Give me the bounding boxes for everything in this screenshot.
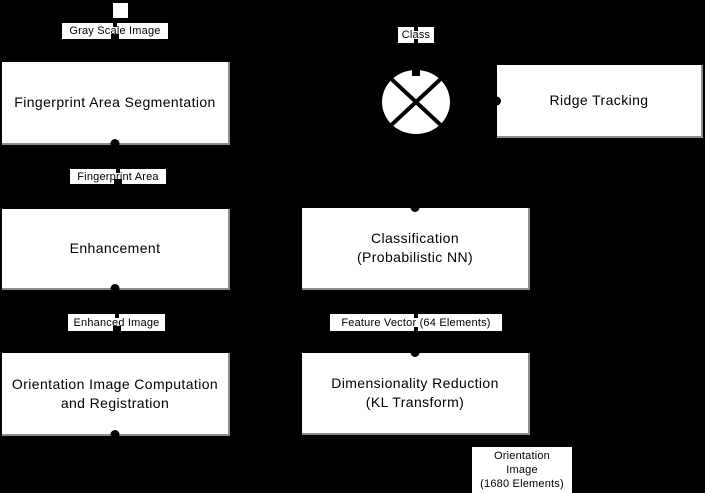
classification-text-line1: Classification [370, 230, 460, 246]
enhancement-box: Enhancement [2, 209, 230, 293]
connector-tick [414, 27, 418, 31]
orientation-image-computation-box: Orientation Image Computation and Regist… [2, 353, 230, 439]
connector-dot [492, 96, 501, 105]
combiner-node [382, 70, 450, 134]
fingerprint-area-segmentation-text: Fingerprint Area Segmentation [14, 94, 216, 110]
ridge-tracking-text: Ridge Tracking [549, 92, 649, 108]
feature-vector-text: Feature Vector (64 Elements) [341, 316, 491, 329]
dimensionality-reduction-text-line1: Dimensionality Reduction [331, 375, 499, 391]
fingerprint-area-label: Fingerprint Area [70, 169, 166, 184]
connector-tick [414, 314, 418, 318]
enhanced-image-text: Enhanced Image [73, 316, 160, 329]
enhancement-text: Enhancement [69, 240, 161, 256]
connector-dot [410, 348, 420, 357]
connector-tick [412, 66, 420, 76]
class-output-text: Class [401, 29, 431, 41]
connector-dot [410, 203, 420, 212]
feature-vector-label: Feature Vector (64 Elements) [330, 314, 502, 331]
dimensionality-reduction-box: Dimensionality Reduction (KL Transform) [302, 348, 530, 435]
orientation-image-text-line1: Orientation [493, 450, 550, 462]
connector-tick [414, 39, 418, 43]
arrowhead-tick [111, 34, 119, 39]
connector-tick [414, 327, 418, 331]
arrowhead-tick [114, 179, 122, 184]
ridge-tracking-box: Ridge Tracking [492, 65, 703, 138]
connector-dot [110, 430, 120, 439]
classification-text-line2: (Probabilistic NN) [356, 249, 474, 265]
gray-scale-image-label: Gray Scale Image [62, 23, 168, 39]
connector-dot [110, 284, 120, 293]
orientation-image-text-line3: (1680 Elements) [480, 478, 564, 490]
connector-tick [114, 314, 119, 318]
connector-dot [110, 139, 120, 148]
dimensionality-reduction-text-line2: (KL Transform) [365, 394, 465, 410]
class-output-label: Class [398, 27, 434, 43]
connector-tick [116, 169, 120, 173]
enhanced-image-label: Enhanced Image [68, 314, 165, 331]
orientation-image-label: Orientation Image (1680 Elements) [472, 447, 572, 493]
fingerprint-area-text: Fingerprint Area [77, 170, 159, 183]
gray-scale-image-text: Gray Scale Image [69, 25, 161, 37]
connector-tick [113, 23, 117, 27]
arrowhead-tick [112, 326, 121, 331]
classification-box: Classification (Probabilistic NN) [302, 203, 530, 290]
orientation-computation-text-line2: and Registration [60, 394, 170, 411]
input-image-node [113, 3, 128, 18]
orientation-computation-text-line1: Orientation Image Computation [11, 375, 219, 392]
orientation-image-text-line2: Image [506, 464, 538, 476]
fingerprint-area-segmentation-box: Fingerprint Area Segmentation [2, 62, 230, 148]
